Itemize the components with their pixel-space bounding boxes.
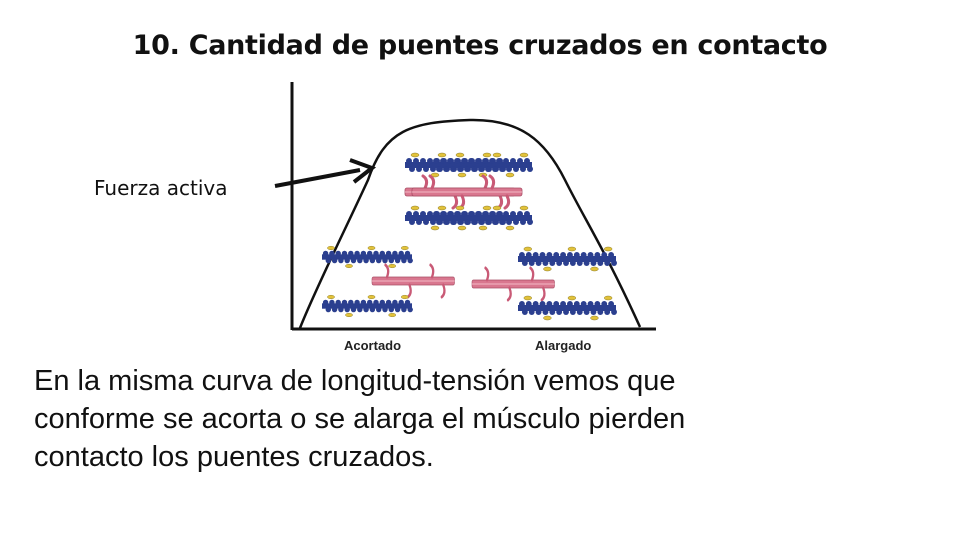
- paragraph-line: En la misma curva de longitud-tensión ve…: [34, 362, 934, 400]
- x-label-lengthened: Alargado: [535, 338, 591, 353]
- pointer-arrow: [275, 170, 360, 186]
- sarcomere-lengthened: [472, 247, 617, 320]
- explanation-paragraph: En la misma curva de longitud-tensión ve…: [34, 362, 934, 476]
- sarcomere-optimal: [405, 153, 533, 230]
- sarcomere-shortened: [322, 246, 455, 317]
- y-axis-label: Fuerza activa: [94, 176, 227, 200]
- paragraph-line: conforme se acorta o se alarga el múscul…: [34, 400, 934, 438]
- x-label-shortened: Acortado: [344, 338, 401, 353]
- paragraph-line: contacto los puentes cruzados.: [34, 438, 934, 476]
